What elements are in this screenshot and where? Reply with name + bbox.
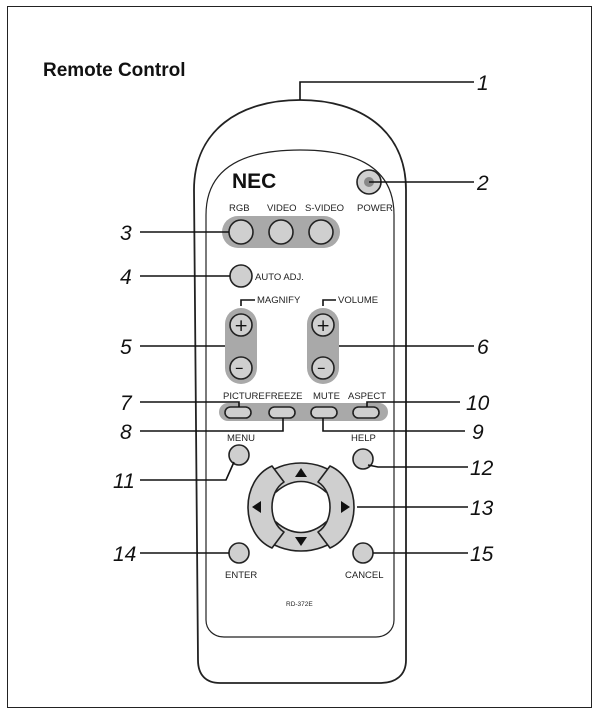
enter-button[interactable] xyxy=(228,542,250,564)
magnify-plus-button[interactable] xyxy=(229,313,253,337)
callout-1: 1 xyxy=(477,72,489,95)
mute-label: MUTE xyxy=(313,391,340,402)
menu-label: MENU xyxy=(227,433,255,444)
callout-2: 2 xyxy=(476,172,489,195)
callout-13: 13 xyxy=(470,497,494,520)
volume-minus-button[interactable] xyxy=(311,356,335,380)
rgb-button[interactable] xyxy=(228,219,254,245)
power-label: POWER xyxy=(357,203,393,214)
callout-15: 15 xyxy=(470,543,494,566)
callout-10: 10 xyxy=(466,392,490,415)
brand-logo: NEC xyxy=(232,170,276,193)
callout-8: 8 xyxy=(120,421,132,444)
volume-label: VOLUME xyxy=(338,295,378,306)
freeze-label: FREEZE xyxy=(265,391,302,402)
magnify-label: MAGNIFY xyxy=(257,295,301,306)
cancel-label: CANCEL xyxy=(345,570,384,581)
left-arrow-icon xyxy=(252,501,261,513)
mute-button[interactable] xyxy=(310,406,338,419)
callout-3: 3 xyxy=(120,222,132,245)
enter-label: ENTER xyxy=(225,570,257,581)
function-button-strip xyxy=(219,403,388,421)
picture-label: PICTURE xyxy=(223,391,265,402)
auto-adj-button[interactable] xyxy=(229,264,253,288)
minus-icon: – xyxy=(317,358,326,378)
callout-14: 14 xyxy=(113,543,136,566)
callout-6: 6 xyxy=(477,336,489,359)
svideo-label: S-VIDEO xyxy=(305,203,344,214)
freeze-button[interactable] xyxy=(268,406,296,419)
callout-7: 7 xyxy=(120,392,133,415)
figure-title: Remote Control xyxy=(43,60,186,81)
callout-11: 11 xyxy=(113,470,135,493)
cancel-button[interactable] xyxy=(352,542,374,564)
callout-9: 9 xyxy=(472,421,484,444)
picture-button[interactable] xyxy=(224,406,252,419)
menu-button[interactable] xyxy=(228,444,250,466)
plus-icon: + xyxy=(234,316,248,336)
down-arrow-icon xyxy=(295,537,307,546)
callout-5: 5 xyxy=(120,336,132,359)
up-arrow-icon xyxy=(295,468,307,477)
help-label: HELP xyxy=(351,433,376,444)
right-arrow-button[interactable] xyxy=(317,465,355,549)
aspect-button[interactable] xyxy=(352,406,380,419)
magnify-minus-button[interactable] xyxy=(229,356,253,380)
plus-icon: + xyxy=(316,316,330,336)
aspect-label: ASPECT xyxy=(348,391,386,402)
rgb-label: RGB xyxy=(229,203,250,214)
volume-plus-button[interactable] xyxy=(311,313,335,337)
callout-12: 12 xyxy=(470,457,494,480)
auto-adj-label: AUTO ADJ. xyxy=(255,272,304,283)
minus-icon: – xyxy=(235,358,244,378)
video-button[interactable] xyxy=(268,219,294,245)
svideo-button[interactable] xyxy=(308,219,334,245)
video-label: VIDEO xyxy=(267,203,297,214)
figure-frame xyxy=(7,6,592,708)
callout-4: 4 xyxy=(120,266,132,289)
left-arrow-button[interactable] xyxy=(247,465,285,549)
help-button[interactable] xyxy=(352,448,374,470)
model-number: RD-372E xyxy=(286,601,313,608)
right-arrow-icon xyxy=(341,501,350,513)
